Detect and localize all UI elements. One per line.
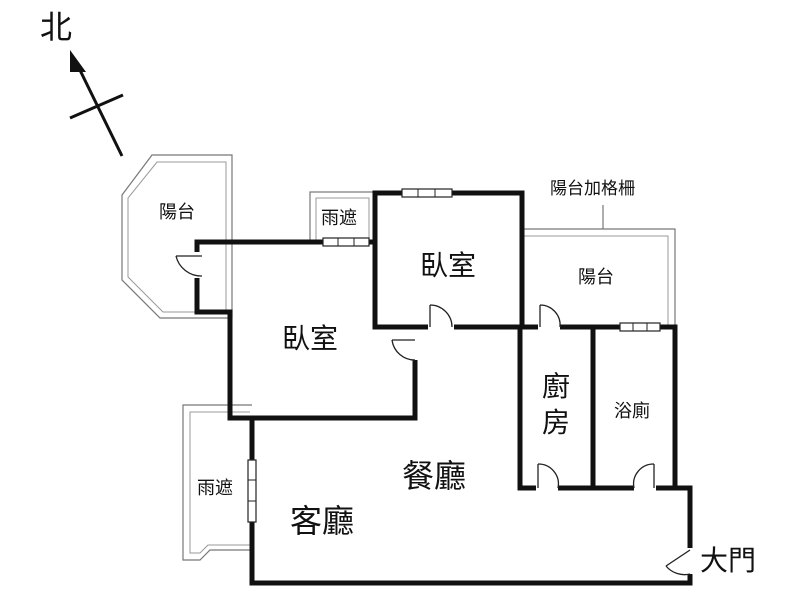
door-gaps: [193, 252, 695, 574]
north-label: 北: [40, 8, 72, 46]
living-label: 客廳: [290, 502, 354, 540]
canopy-left-outline: [182, 404, 252, 561]
canopy-left-label: 雨遮: [197, 478, 233, 499]
kitchen-label-line1: 廚: [542, 370, 570, 403]
balcony-east-note: 陽台加格柵: [550, 179, 635, 199]
north-arrow-icon: [69, 50, 124, 157]
balcony-west-label: 陽台: [159, 202, 195, 223]
kitchen-label-line2: 房: [542, 406, 570, 439]
dining-label: 餐廳: [402, 457, 466, 495]
balcony-east-label: 陽台: [578, 267, 614, 288]
bathroom-label: 浴廁: [614, 400, 650, 422]
bedroom-north-label: 臥室: [420, 249, 476, 282]
windows: [247, 188, 661, 523]
doors: [175, 255, 691, 576]
canopy-top-label: 雨遮: [321, 208, 357, 229]
bedroom-main-label: 臥室: [282, 322, 338, 355]
balcony-west-outline: [121, 154, 233, 319]
balcony-east-outline: [522, 205, 676, 326]
entrance-label: 大門: [700, 544, 756, 577]
